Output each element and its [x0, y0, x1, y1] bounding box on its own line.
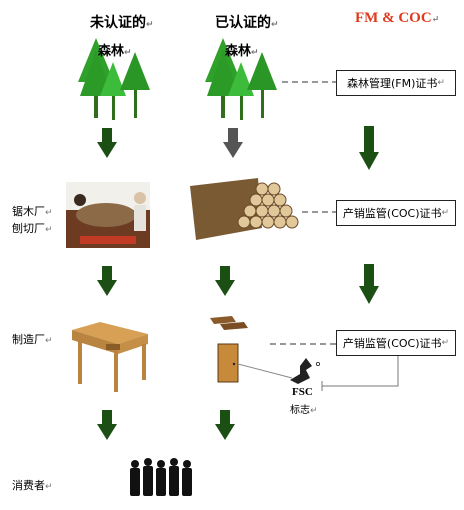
- return-mark: ↵: [45, 482, 53, 492]
- return-mark: ↵: [310, 406, 318, 416]
- label-forest-uncertified: 森林↵: [98, 40, 132, 59]
- label-forest-uncertified-text: 森林: [98, 44, 125, 59]
- log-pile-icon: [190, 178, 299, 240]
- coc-certificate-box: 产销监管(COC)证书↵: [336, 200, 456, 226]
- stage-manufacturer-label: 制造厂↵: [12, 332, 53, 349]
- forest-certified-icon: [205, 38, 277, 120]
- forest-uncertified-icon: [78, 38, 150, 120]
- fsc-label-text: 标志: [290, 405, 310, 416]
- return-mark: ↵: [45, 225, 53, 235]
- fsc-logo-text: FSC: [292, 386, 313, 398]
- arrow-down-icon: [97, 266, 117, 296]
- return-mark: ↵: [441, 338, 450, 348]
- return-mark: ↵: [45, 208, 53, 218]
- fm-certificate-text: 森林管理(FM)证书: [347, 77, 438, 90]
- stage-consumer-text: 消费者: [12, 479, 45, 492]
- door-icon: [217, 343, 239, 383]
- fsc-logo-icon: [290, 358, 320, 384]
- table-icon: [72, 322, 148, 392]
- arrow-down-icon: [215, 266, 235, 296]
- connector-coc-fsc: [322, 356, 399, 387]
- fm-certificate-box: 森林管理(FM)证书↵: [336, 70, 456, 96]
- return-mark: ↵: [441, 208, 450, 218]
- return-mark: ↵: [146, 20, 154, 30]
- return-mark: ↵: [124, 48, 132, 58]
- return-mark: ↵: [271, 20, 279, 30]
- stage-sawmill-text: 锯木厂: [12, 205, 45, 218]
- arrow-down-gray-icon: [223, 128, 243, 158]
- return-mark: ↵: [45, 336, 53, 346]
- arrow-down-icon: [97, 128, 117, 158]
- fsc-label: 标志↵: [290, 401, 318, 416]
- header-uncertified-text: 未认证的: [90, 15, 146, 31]
- consumers-icon: [130, 458, 192, 496]
- label-forest-certified-text: 森林: [225, 44, 252, 59]
- stage-sawmill-label: 锯木厂↵ 刨切厂↵: [12, 204, 53, 238]
- return-mark: ↵: [251, 48, 259, 58]
- planks-icon: [210, 316, 248, 330]
- header-fm-coc-text: FM & COC: [355, 10, 432, 26]
- sawmill-photo: [66, 182, 150, 248]
- arrow-down-icon: [215, 410, 235, 440]
- header-uncertified: 未认证的↵: [90, 12, 154, 32]
- arrow-down-icon: [359, 126, 379, 170]
- stage-manufacturer-text: 制造厂: [12, 333, 45, 346]
- coc-certificate-text: 产销监管(COC)证书: [342, 207, 442, 220]
- arrow-down-icon: [97, 410, 117, 440]
- return-mark: ↵: [431, 14, 440, 24]
- label-forest-certified: 森林↵: [225, 40, 259, 59]
- stage-planing-text: 刨切厂: [12, 222, 45, 235]
- coc-certificate-text: 产销监管(COC)证书: [342, 337, 442, 350]
- connector-door-fsc: [237, 363, 293, 379]
- header-certified: 已认证的↵: [215, 12, 279, 32]
- arrow-down-icon: [359, 264, 379, 304]
- stage-consumer-label: 消费者↵: [12, 478, 53, 495]
- return-mark: ↵: [437, 78, 445, 88]
- header-certified-text: 已认证的: [215, 15, 271, 31]
- coc-certificate-box: 产销监管(COC)证书↵: [336, 330, 456, 356]
- header-fm-coc: FM & COC↵: [355, 10, 439, 27]
